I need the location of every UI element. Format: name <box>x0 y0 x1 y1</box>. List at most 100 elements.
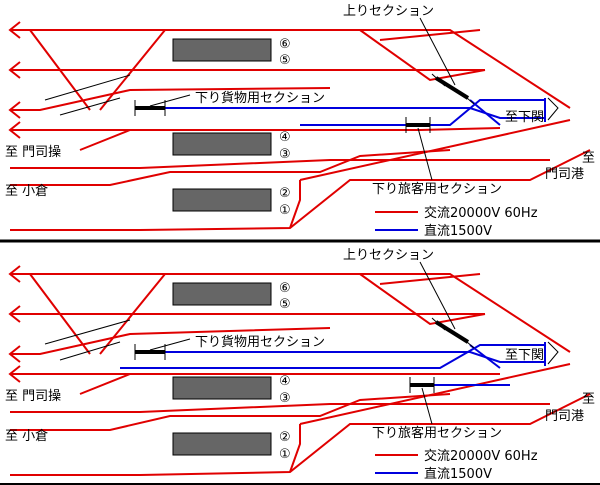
track-line <box>10 159 550 169</box>
track-line <box>10 29 571 109</box>
track-line <box>10 393 591 476</box>
track-line <box>379 273 481 285</box>
arrow <box>8 21 21 39</box>
siding-line <box>44 74 131 101</box>
arrow <box>8 265 21 283</box>
platform-1-2 <box>172 188 272 212</box>
track-numbers: ⑥ ⑤ ④ ③ ② ① <box>279 37 291 218</box>
panel-before: 上りセクション 下り貨物用セクション 下り旅客用セクション 至下関 至 門司港 … <box>5 4 595 239</box>
to-kokura-label: 至 小倉 <box>5 184 48 199</box>
track-line <box>10 327 331 355</box>
to-shimonoseki-label: 至下関 <box>505 348 544 363</box>
to-mojisou-label: 至 門司操 <box>5 144 61 160</box>
track-number-3: ③ <box>279 391 291 406</box>
track-line <box>10 403 550 413</box>
arrow <box>8 365 21 383</box>
platform-5-6 <box>172 282 272 306</box>
buffer-stop <box>547 341 559 365</box>
passenger-section-leader <box>421 387 433 425</box>
track-number-6: ⑥ <box>279 37 291 52</box>
track-number-2: ② <box>279 430 291 445</box>
track-line <box>135 107 545 119</box>
track-line <box>135 351 545 363</box>
arrow <box>8 345 21 363</box>
nobori-section-label: 上りセクション <box>343 248 434 263</box>
track-line <box>359 273 486 326</box>
nobori-section-leader <box>419 261 456 330</box>
freight-section-leader <box>149 94 191 107</box>
track-line <box>359 29 486 82</box>
platform-1-2 <box>172 432 272 456</box>
to-mojiko-label-2: 門司港 <box>545 409 584 424</box>
arrow <box>8 305 21 323</box>
freight-section-label: 下り貨物用セクション <box>195 90 325 106</box>
track-line <box>10 127 501 131</box>
legend-ac-label: 交流20000V 60Hz <box>424 448 538 464</box>
to-mojiko-label-1: 至 <box>582 392 595 407</box>
platform-3-4 <box>172 376 272 400</box>
track-number-6: ⑥ <box>279 281 291 296</box>
track-line <box>10 273 571 353</box>
siding-line <box>44 319 131 345</box>
passenger-section-leader <box>417 127 433 181</box>
track-number-3: ③ <box>279 147 291 162</box>
to-kokura-label: 至 小倉 <box>5 429 48 444</box>
to-mojiko-label-1: 至 <box>582 151 595 166</box>
track-line <box>99 273 166 355</box>
legend-ac-label: 交流20000V 60Hz <box>424 205 538 221</box>
legend: 交流20000V 60Hz 直流1500V <box>375 205 538 239</box>
to-mojisou-label: 至 門司操 <box>5 388 61 404</box>
track-number-4: ④ <box>279 374 291 389</box>
siding-line <box>59 97 121 116</box>
track-line <box>379 29 481 41</box>
section-tick <box>431 73 446 87</box>
freight-section-label: 下り貨物用セクション <box>195 334 325 350</box>
dc-tracks <box>135 98 546 126</box>
track-number-1: ① <box>279 203 291 218</box>
platform-5-6 <box>172 38 272 62</box>
track-numbers: ⑥ ⑤ ④ ③ ② ① <box>279 281 291 462</box>
track-line <box>99 29 166 111</box>
freight-section-leader <box>149 338 191 351</box>
section-tick <box>431 317 446 331</box>
track-line <box>289 180 301 229</box>
arrow <box>8 121 21 139</box>
legend-dc-label: 直流1500V <box>424 224 492 239</box>
passenger-section-label: 下り旅客用セクション <box>372 181 502 197</box>
track-line <box>29 29 91 111</box>
section-tick <box>459 335 475 349</box>
ac-tracks <box>8 265 591 476</box>
track-number-2: ② <box>279 186 291 201</box>
track-line <box>79 373 131 395</box>
track-line <box>10 149 451 186</box>
track-line <box>10 149 591 231</box>
passenger-section-label: 下り旅客用セクション <box>372 425 502 441</box>
track-number-4: ④ <box>279 130 291 145</box>
dc-tracks <box>120 342 546 386</box>
track-line <box>469 344 501 369</box>
track-line <box>29 273 91 355</box>
platform-3-4 <box>172 132 272 156</box>
track-line <box>10 393 451 431</box>
legend: 交流20000V 60Hz 直流1500V <box>375 448 538 482</box>
track-number-5: ⑤ <box>279 53 291 68</box>
track-number-5: ⑤ <box>279 297 291 312</box>
nobori-section-label: 上りセクション <box>343 4 434 19</box>
to-shimonoseki-label: 至下関 <box>505 110 544 125</box>
track-line <box>120 344 545 369</box>
panel-after: 上りセクション 下り貨物用セクション 下り旅客用セクション 至下関 至 門司港 … <box>5 248 595 482</box>
track-line <box>79 129 131 151</box>
track-line <box>469 99 501 126</box>
track-line <box>300 99 545 126</box>
track-line <box>289 424 301 473</box>
to-mojiko-label-2: 門司港 <box>545 167 584 182</box>
buffer-stop <box>547 97 559 121</box>
arrow <box>8 101 21 119</box>
section-tick <box>459 91 475 105</box>
track-number-1: ① <box>279 447 291 462</box>
arrow <box>8 61 21 79</box>
legend-dc-label: 直流1500V <box>424 467 492 482</box>
nobori-section-leader <box>419 17 456 86</box>
ac-tracks <box>8 21 591 231</box>
